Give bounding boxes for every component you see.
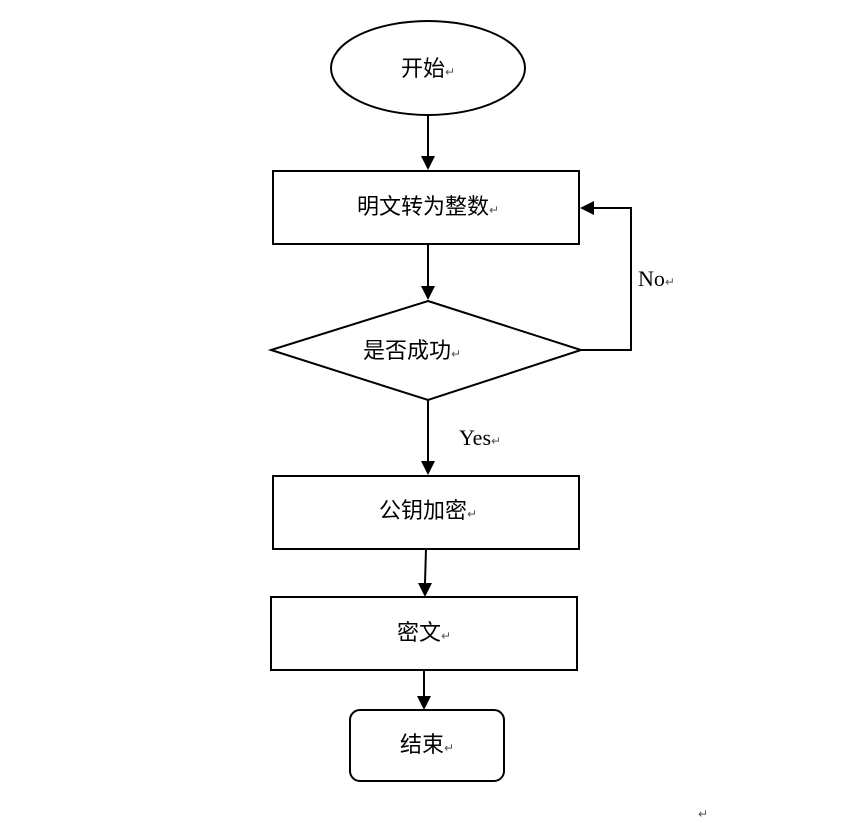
node-check: 是否成功↵ <box>267 299 585 402</box>
arrowhead <box>421 461 435 475</box>
node-convert-label: 明文转为整数↵ <box>357 195 499 220</box>
paragraph-mark: ↵ <box>698 807 708 821</box>
edge-check-yes-to-encrypt <box>421 400 435 475</box>
arrowhead <box>418 583 432 597</box>
edge-start-to-convert <box>421 115 435 170</box>
arrowhead <box>421 286 435 300</box>
node-start: 开始↵ <box>330 20 526 116</box>
node-check-label: 是否成功↵ <box>363 339 461 364</box>
arrowhead <box>421 156 435 170</box>
edge-encrypt-to-ciphertext <box>418 548 432 597</box>
node-convert: 明文转为整数↵ <box>272 170 580 245</box>
node-end-label: 结束↵ <box>400 733 454 758</box>
node-end: 结束↵ <box>349 709 505 782</box>
node-ciphertext-label: 密文↵ <box>397 621 451 646</box>
node-encrypt: 公钥加密↵ <box>272 475 580 550</box>
arrowhead <box>580 201 594 215</box>
node-encrypt-label: 公钥加密↵ <box>379 499 477 524</box>
edge-ciphertext-to-end <box>417 670 431 710</box>
edge-label-no: No↵ <box>638 266 675 291</box>
edge-label-yes: Yes↵ <box>459 425 501 450</box>
edge-convert-to-check <box>421 244 435 300</box>
node-ciphertext: 密文↵ <box>270 596 578 671</box>
arrowhead <box>417 696 431 710</box>
node-start-label: 开始↵ <box>401 57 455 82</box>
edge-check-no-to-convert <box>580 201 632 351</box>
